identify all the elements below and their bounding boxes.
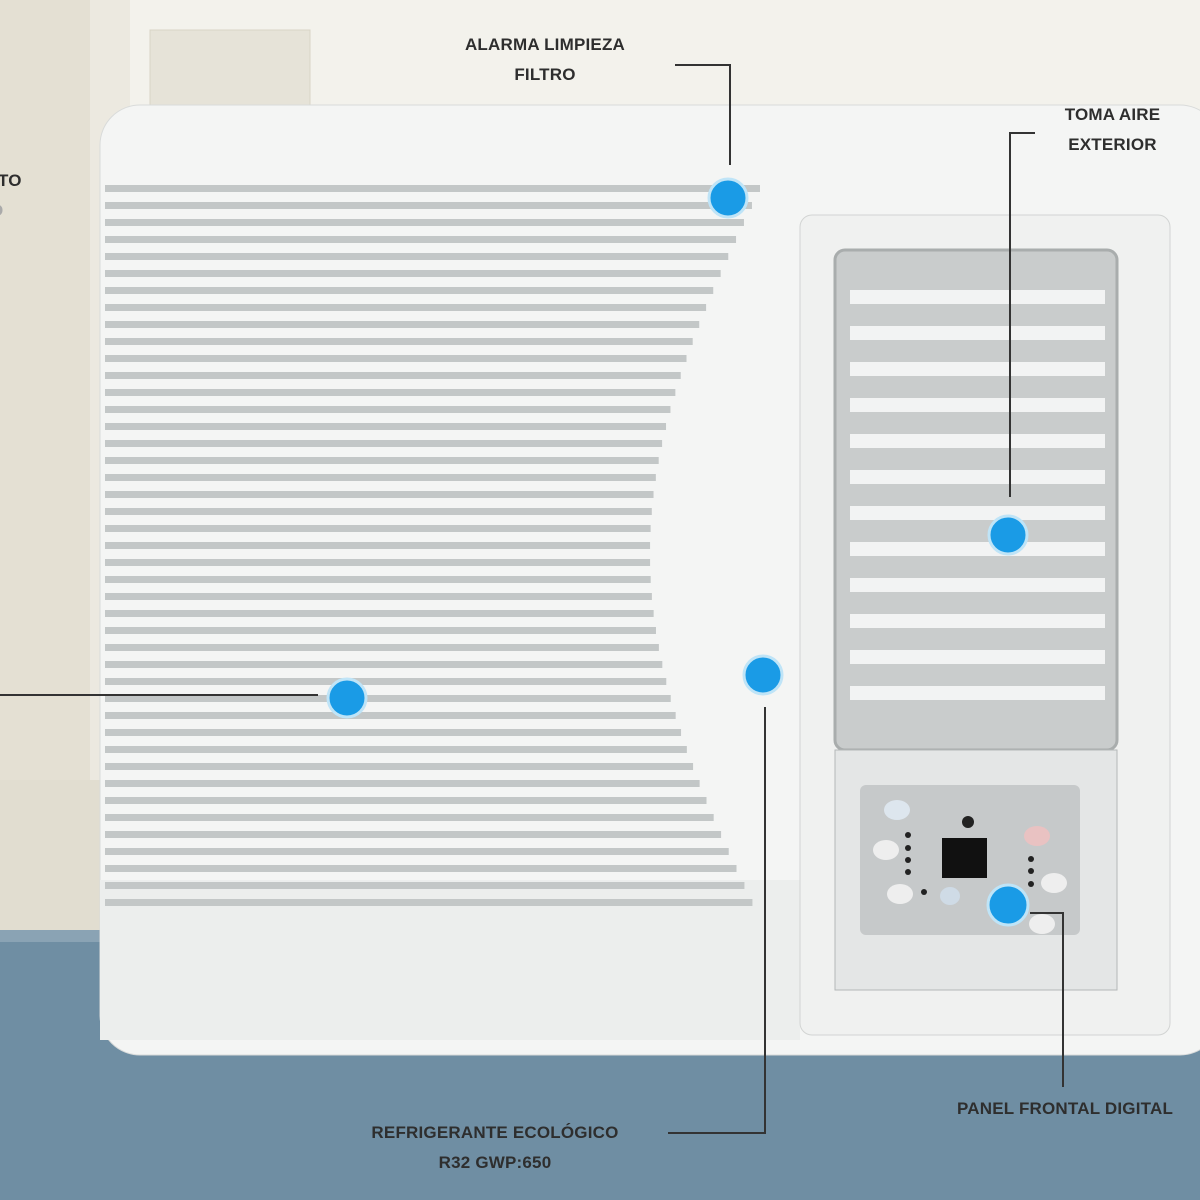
grille-slat bbox=[105, 661, 663, 668]
grille-slat bbox=[105, 406, 671, 413]
intake-slat bbox=[850, 398, 1105, 412]
window-frame bbox=[0, 0, 90, 820]
grille-slat bbox=[105, 763, 694, 770]
grille-slat bbox=[105, 423, 667, 430]
callout-dot-filter[interactable] bbox=[707, 177, 749, 219]
intake-slat bbox=[850, 686, 1105, 700]
grille-slat bbox=[105, 202, 752, 209]
grille-slat bbox=[105, 270, 721, 277]
grille-slat bbox=[105, 440, 663, 447]
intake-slat bbox=[850, 614, 1105, 628]
grille-slat bbox=[105, 491, 654, 498]
grille-slat bbox=[105, 508, 652, 515]
grille-slat bbox=[105, 831, 722, 838]
intake-slat bbox=[850, 434, 1105, 448]
grille-slat bbox=[105, 644, 659, 651]
grille-slat bbox=[105, 797, 707, 804]
callout-label-left: TO O bbox=[0, 166, 22, 226]
grille-slat bbox=[105, 236, 737, 243]
grille-slat bbox=[105, 882, 745, 889]
callout-label-filter: ALARMA LIMPIEZA FILTRO bbox=[445, 30, 645, 90]
grille-slat bbox=[105, 746, 687, 753]
grille-slat bbox=[105, 338, 693, 345]
callout-dot-outside-air[interactable] bbox=[987, 514, 1029, 556]
grille-slat bbox=[105, 321, 700, 328]
grille-slat bbox=[105, 253, 729, 260]
label-line: ALARMA LIMPIEZA bbox=[464, 35, 626, 54]
callout-label-refrigerant: REFRIGERANTE ECOLÓGICO R32 GWP:650 bbox=[345, 1118, 645, 1178]
callout-lines bbox=[0, 64, 1064, 1134]
grille-slat bbox=[105, 576, 651, 583]
grille-slat bbox=[105, 525, 651, 532]
intake-slat bbox=[850, 542, 1105, 556]
grille-slat bbox=[105, 729, 682, 736]
grille-slat bbox=[105, 457, 659, 464]
grille-slat bbox=[105, 559, 651, 566]
callout-dots bbox=[326, 177, 1030, 927]
grille-slat bbox=[105, 474, 656, 481]
callout-dot-panel[interactable] bbox=[986, 883, 1030, 927]
label-line: EXTERIOR bbox=[1068, 135, 1157, 154]
grille-slat bbox=[105, 814, 714, 821]
label-line: R32 GWP:650 bbox=[438, 1153, 552, 1172]
label-line: O bbox=[0, 196, 22, 226]
intake-slat bbox=[850, 470, 1105, 484]
grille-slat bbox=[105, 185, 760, 192]
intake-slat bbox=[850, 578, 1105, 592]
grille-slat bbox=[105, 372, 681, 379]
left-grille bbox=[105, 185, 760, 906]
grille-slat bbox=[105, 287, 714, 294]
grille-slat bbox=[105, 389, 676, 396]
sensor bbox=[962, 816, 974, 828]
grille-slat bbox=[105, 899, 753, 906]
callout-dot-refrigerant[interactable] bbox=[742, 654, 784, 696]
intake-slat bbox=[850, 650, 1105, 664]
intake-slat bbox=[850, 290, 1105, 304]
label-line: TOMA AIRE bbox=[1064, 105, 1161, 124]
grille-slat bbox=[105, 610, 654, 617]
intake-slat bbox=[850, 362, 1105, 376]
grille-slat bbox=[105, 695, 671, 702]
label-line: TO bbox=[0, 171, 22, 190]
label-line: PANEL FRONTAL DIGITAL bbox=[956, 1099, 1174, 1118]
grille-slat bbox=[105, 542, 651, 549]
grille-slat bbox=[105, 780, 700, 787]
grille-slat bbox=[105, 627, 656, 634]
grille-slat bbox=[105, 848, 729, 855]
callout-label-outside-air: TOMA AIRE EXTERIOR bbox=[1040, 100, 1185, 160]
grille-slat bbox=[105, 865, 737, 872]
label-line: REFRIGERANTE ECOLÓGICO bbox=[371, 1123, 619, 1142]
grille-slat bbox=[105, 712, 676, 719]
grille-slat bbox=[105, 219, 744, 226]
air-intake-grille bbox=[833, 248, 1119, 752]
intake-slat bbox=[850, 506, 1105, 520]
grille-slat bbox=[105, 304, 707, 311]
label-line: FILTRO bbox=[514, 65, 576, 84]
callout-dot-left[interactable] bbox=[326, 677, 368, 719]
panel-buttons bbox=[873, 800, 1067, 934]
intake-slat bbox=[850, 326, 1105, 340]
grille-slat bbox=[105, 355, 687, 362]
display bbox=[942, 838, 987, 878]
callout-label-panel: PANEL FRONTAL DIGITAL bbox=[935, 1094, 1195, 1124]
grille-slat bbox=[105, 678, 667, 685]
grille-slat bbox=[105, 593, 652, 600]
